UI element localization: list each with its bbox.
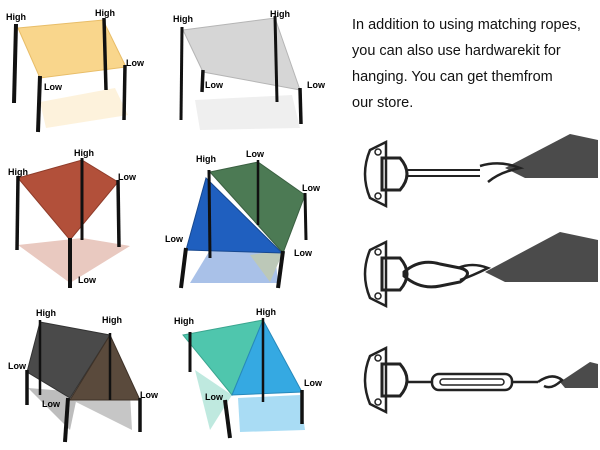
sail-square-terracotta [17,159,119,241]
label-high: High [8,167,28,177]
plate-hole [374,292,382,300]
pole-low-front [36,75,42,133]
sail-shadow [72,394,132,430]
plate-hole [374,248,382,256]
sail-shadow [40,88,128,128]
shade-sail-triangles-turquoise-skyblue: High High Low Low [174,307,323,439]
sail-square-sand [17,19,127,79]
d-ring-plate-with-carabiner [363,232,598,309]
label-low: Low [304,378,323,388]
snap-link [457,263,492,282]
turnbuckle-hook [537,375,564,389]
d-ring-plate-with-turnbuckle [363,345,598,415]
sail-shadow [250,250,284,282]
description-line: our store. [352,95,414,111]
label-high: High [74,148,94,158]
sail-twisted-grey [182,17,301,91]
carabiner [402,260,469,289]
label-low: Low [307,80,326,90]
label-high: High [174,316,194,326]
sail-shadow [18,238,130,283]
label-low: Low [44,82,63,92]
description-line: you can also use hardwarekit for [352,43,561,59]
label-low: Low [78,275,97,285]
pole-low-left [179,247,188,289]
label-high: High [95,8,115,18]
pole-high-left [12,23,18,104]
label-high: High [6,12,26,22]
label-low: Low [140,390,159,400]
pole-low-right [116,179,121,248]
label-high: High [196,154,216,164]
label-low: Low [294,248,313,258]
label-low: Low [42,399,61,409]
shade-sail-twisted-grey: High High Low Low [173,9,326,130]
pole-low-right [303,192,308,241]
pole-low-front [276,250,285,289]
sail-shadow [195,370,232,430]
sail-corner [485,232,598,282]
shade-sail-square-terracotta: High High Low Low [8,148,137,288]
sail-triangle-charcoal [26,321,111,399]
pole-high-left [207,169,212,259]
pole-low-right [122,64,127,121]
sail-corner [505,134,598,178]
plate-hole [374,398,382,406]
turnbuckle-slot [439,378,505,386]
d-ring [380,256,409,292]
plate-hole [374,192,382,200]
d-ring [380,156,409,192]
label-low: Low [302,183,321,193]
label-high: High [173,14,193,24]
label-high: High [256,307,276,317]
label-low: Low [246,149,265,159]
plate-hole [374,148,382,156]
pole-high-right [273,15,279,103]
pole-low-right [298,87,303,125]
pole-high-left [15,175,20,251]
shade-sail-square-sand: High High Low Low [6,8,145,133]
pole-low-front [63,397,70,443]
sail-triangle-skyblue [231,318,303,396]
sail-corner [560,362,598,388]
label-low: Low [126,58,145,68]
shade-sail-triangles-green-blue: High Low Low Low Low [165,149,321,289]
hardware-description: In addition to using matching ropes, you… [352,12,592,116]
label-high: High [36,308,56,318]
plate-hole [374,354,382,362]
label-low: Low [205,80,224,90]
pole-low-left [200,69,205,93]
description-line: In addition to using matching ropes, [352,17,581,33]
label-low: Low [165,234,184,244]
shade-sail-triangles-charcoal-brown: High High Low Low Low [8,308,159,443]
label-low: Low [8,361,27,371]
label-high: High [102,315,122,325]
sail-shadow [238,395,305,432]
d-ring-plate-with-spring-hook [363,134,598,209]
description-line: hanging. You can get themfrom [352,69,553,85]
sail-shadow [195,95,300,130]
pole-high-right [102,17,108,91]
pole-high-left [179,26,184,121]
sail-triangle-brown [69,333,141,401]
label-low: Low [118,172,137,182]
label-low: Low [205,392,224,402]
pole-low-left [223,399,232,439]
spring-hook [479,162,525,183]
label-high: High [270,9,290,19]
